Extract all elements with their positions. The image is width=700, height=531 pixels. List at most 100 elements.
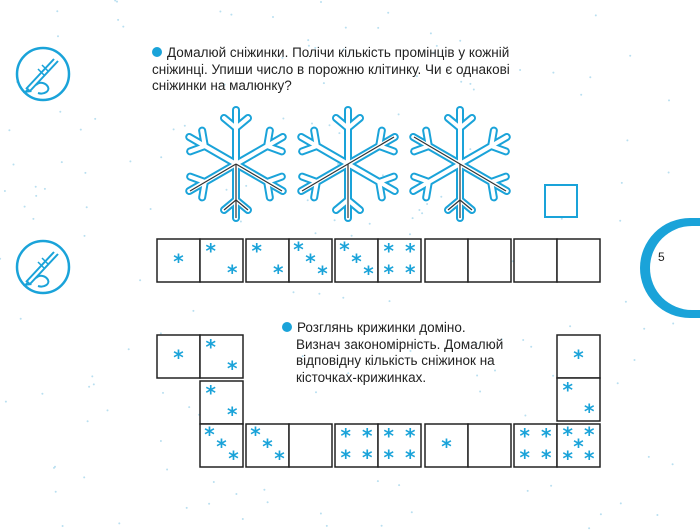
asterisk-icon: *	[584, 447, 595, 471]
domino-cell[interactable]	[288, 423, 333, 468]
background-dot	[292, 291, 295, 294]
background-dot	[301, 355, 304, 358]
asterisk-icon: *	[228, 447, 239, 471]
background-dot	[118, 522, 121, 525]
background-dot	[377, 26, 380, 29]
asterisk-icon: *	[293, 237, 304, 261]
background-dot	[511, 260, 514, 263]
task-1-line-2: сніжинці. Упиши число в порожню клітинку…	[152, 61, 510, 77]
asterisk-icon: *	[206, 381, 217, 405]
background-dot	[4, 400, 7, 403]
background-dot	[79, 128, 82, 131]
background-dot	[647, 455, 650, 458]
background-dot	[409, 350, 412, 352]
background-dot	[94, 117, 97, 120]
background-dot	[41, 392, 44, 395]
background-dot	[149, 208, 152, 210]
background-dot	[320, 1, 322, 3]
bullet-icon	[282, 322, 292, 332]
background-dot	[398, 484, 401, 487]
background-dot	[594, 14, 597, 17]
background-dot	[459, 39, 462, 42]
background-dot	[588, 527, 591, 530]
background-dot	[319, 512, 322, 515]
asterisk-icon: *	[520, 445, 531, 469]
background-dot	[183, 124, 186, 127]
background-dot	[307, 39, 310, 42]
asterisk-icon: *	[351, 250, 362, 274]
background-dot	[3, 190, 6, 192]
domino-cell[interactable]	[467, 238, 512, 283]
background-dot	[159, 440, 162, 442]
background-dot	[472, 88, 475, 91]
background-dot	[43, 187, 46, 190]
background-dot	[23, 205, 26, 208]
domino-cell[interactable]	[513, 238, 558, 283]
asterisk-icon: *	[252, 239, 263, 263]
background-dot	[476, 374, 479, 377]
asterisk-icon: *	[541, 424, 552, 448]
background-dot	[0, 257, 2, 260]
domino-cell[interactable]	[556, 238, 601, 283]
background-dot	[429, 32, 432, 35]
background-dot	[580, 93, 583, 96]
background-dot	[245, 184, 248, 187]
asterisk-icon: *	[573, 346, 584, 370]
asterisk-icon: *	[441, 435, 452, 459]
background-dot	[656, 514, 659, 516]
background-dot	[85, 206, 88, 209]
asterisk-icon: *	[384, 424, 395, 448]
background-dot	[388, 300, 391, 303]
background-dot	[475, 342, 478, 345]
asterisk-icon: *	[216, 435, 227, 459]
task-2-line-2: Визнач закономірність. Домалюй	[296, 336, 504, 352]
background-dot	[552, 71, 555, 74]
domino-cell	[334, 423, 379, 468]
asterisk-icon: *	[584, 399, 595, 423]
background-dot	[530, 345, 533, 348]
domino-cell[interactable]	[467, 423, 512, 468]
domino-cell	[377, 423, 422, 468]
asterisk-icon: *	[339, 237, 350, 261]
background-dot	[162, 391, 164, 394]
background-dot	[263, 488, 266, 491]
background-dot	[522, 339, 525, 341]
background-dot	[347, 372, 350, 375]
background-dot	[350, 234, 353, 237]
task-2-line-1: Розглянь крижинки доміно.	[297, 320, 466, 335]
domino-cell	[199, 238, 244, 283]
asterisk-icon: *	[273, 260, 284, 284]
domino-cell	[377, 238, 422, 283]
background-dot	[397, 113, 400, 116]
snowflakes-group	[176, 106, 516, 230]
domino-cell	[556, 377, 601, 422]
background-dot	[342, 296, 345, 299]
background-dot	[160, 156, 163, 159]
background-dot	[460, 80, 463, 83]
background-dot	[59, 110, 62, 113]
pencil-hand-icon	[15, 239, 71, 295]
background-dot	[629, 54, 632, 57]
background-dot	[344, 26, 347, 29]
background-dot	[599, 513, 602, 516]
asterisk-icon: *	[227, 260, 238, 284]
background-dot	[633, 359, 636, 361]
answer-box[interactable]	[544, 184, 578, 218]
domino-cell[interactable]	[424, 238, 469, 283]
asterisk-icon: *	[227, 402, 238, 426]
domino-cell	[199, 334, 244, 379]
domino-cell	[245, 423, 290, 468]
background-dot	[8, 129, 11, 132]
background-dot	[552, 374, 555, 377]
background-dot	[282, 117, 285, 120]
asterisk-icon: *	[520, 424, 531, 448]
background-dot	[307, 44, 310, 47]
background-dot	[281, 56, 284, 59]
background-dot	[32, 217, 35, 220]
background-dot	[223, 83, 226, 86]
background-dot	[219, 10, 222, 13]
background-dot	[524, 414, 527, 417]
background-dot	[435, 44, 438, 47]
asterisk-icon: *	[173, 250, 184, 274]
